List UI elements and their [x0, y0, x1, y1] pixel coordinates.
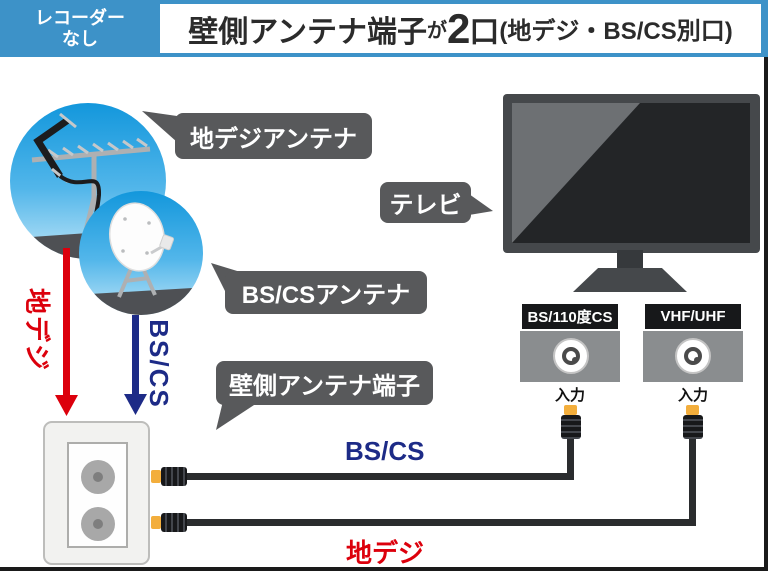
label-tv: テレビ	[380, 182, 471, 223]
terrestrial-cable	[187, 438, 696, 526]
coax-pin	[572, 357, 578, 363]
header-bar: レコーダー なし 壁側アンテナ端子 が 2 口 (地デジ・BS/CS別口)	[0, 0, 768, 57]
plug-body-icon	[161, 467, 187, 486]
recorder-badge-line1: レコーダー	[35, 7, 125, 28]
recorder-badge-line2: なし	[62, 28, 98, 49]
bubble-tail	[142, 111, 177, 142]
terrestrial-arrow-head	[55, 395, 78, 416]
cable-label-bscs: BS/CS	[345, 436, 425, 466]
label-text: テレビ	[389, 192, 462, 219]
coax-ring	[684, 347, 702, 365]
bubble-tail	[469, 194, 493, 215]
plug-body-icon	[161, 513, 187, 532]
label-text: 地デジアンテナ	[189, 125, 358, 153]
bscs-arrow	[132, 315, 139, 396]
vhf-port-header: VHF/UHF	[643, 302, 743, 331]
vhf-input-label: 入力	[677, 387, 708, 404]
title-main: 壁側アンテナ端子	[188, 15, 428, 49]
frame-edge-right	[764, 57, 768, 571]
terminal-pin	[93, 519, 103, 529]
bscs-arrow-head	[124, 394, 147, 415]
title-ga: が	[427, 20, 448, 42]
satellite-dish-icon	[79, 202, 203, 315]
label-text: BS/CSアンテナ	[241, 282, 411, 309]
cable-label-terrestrial: 地デジ	[346, 538, 425, 568]
plug-tip-icon	[564, 405, 577, 415]
wall-terminal-top	[81, 460, 115, 494]
terrestrial-arrow	[63, 248, 70, 397]
label-terrestrial-antenna: 地デジアンテナ	[175, 113, 372, 159]
title-count: 2	[447, 4, 470, 52]
title-paren: (地デジ・BS/CS別口)	[499, 18, 733, 45]
label-bscs-antenna: BS/CSアンテナ	[225, 271, 427, 314]
vhf-coax-connector-icon	[675, 338, 711, 374]
wall-outlet-illustration	[43, 421, 150, 565]
recorder-badge: レコーダー なし	[0, 0, 160, 57]
bs-port-header: BS/110度CS	[520, 302, 620, 331]
terminal-pin	[93, 472, 103, 482]
bubble-tail	[216, 397, 257, 430]
bscs-cable	[187, 438, 574, 480]
wall-terminal-bottom	[81, 507, 115, 541]
label-wall-terminal: 壁側アンテナ端子	[216, 361, 433, 405]
bs-input-label: 入力	[554, 387, 585, 404]
arrow-label-bscs: BS/CS	[144, 319, 174, 409]
plug-body-icon	[683, 415, 703, 439]
arrow-label-terrestrial: 地デジ	[22, 287, 52, 372]
plug-body-icon	[561, 415, 581, 439]
frame-edge-bottom	[0, 567, 768, 571]
wall-outlet-panel	[67, 442, 128, 548]
plug-tip-icon	[151, 516, 161, 529]
plug-tip-icon	[151, 470, 161, 483]
label-text: 壁側アンテナ端子	[228, 372, 421, 400]
bscs-antenna-illustration	[79, 191, 203, 315]
coax-ring	[562, 347, 580, 365]
page-title: 壁側アンテナ端子 が 2 口 (地デジ・BS/CS別口)	[160, 4, 761, 53]
coax-pin	[694, 357, 700, 363]
title-kuchi: 口	[469, 15, 500, 49]
vhf-port-title: VHF/UHF	[660, 308, 726, 325]
plug-tip-icon	[686, 405, 699, 415]
bs-coax-connector-icon	[553, 338, 589, 374]
bs-port-title: BS/110度CS	[527, 309, 613, 326]
tv-stand-neck	[617, 250, 643, 272]
